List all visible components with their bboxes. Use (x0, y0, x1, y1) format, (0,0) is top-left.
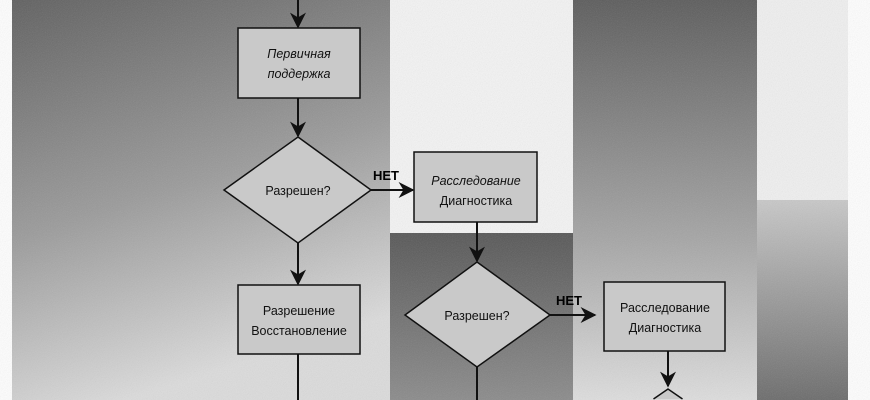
node-decision-1 (222, 136, 373, 244)
investigate1-line-1: Расследование (431, 174, 521, 188)
node-decision-3-partial (653, 388, 683, 400)
investigate1-line-2: Диагностика (440, 194, 513, 208)
node-primary-support (237, 27, 361, 99)
resolve-line-1: Разрешение (263, 304, 335, 318)
node-decision-2 (403, 261, 552, 368)
node-resolve (237, 284, 361, 355)
investigate2-line-2: Диагностика (629, 321, 702, 335)
edge-label-no-1: НЕТ (373, 168, 399, 183)
primary-line-2: поддержка (268, 67, 331, 81)
resolve-line-2: Восстановление (251, 324, 347, 338)
edge-label-no-2: НЕТ (556, 293, 582, 308)
node-investigate-1 (413, 151, 538, 223)
investigate2-line-1: Расследование (620, 301, 710, 315)
node-investigate-2 (603, 281, 726, 352)
connectors (290, 0, 676, 400)
decision2-label: Разрешен? (444, 309, 509, 323)
primary-line-1: Первичная (267, 47, 331, 61)
decision1-label: Разрешен? (265, 184, 330, 198)
